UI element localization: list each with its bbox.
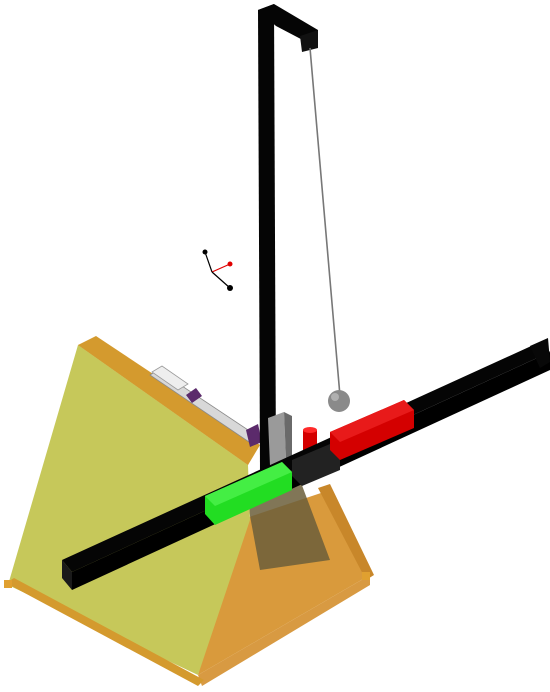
linear-actuator <box>149 365 262 447</box>
frame-inner-shadow <box>248 480 330 570</box>
triangular-frame <box>4 336 374 686</box>
horizontal-beam <box>62 338 550 590</box>
actuator-mount-2 <box>246 424 262 447</box>
frame-base-plate <box>198 575 370 686</box>
axis-end-1 <box>202 249 208 255</box>
frame-foot-right <box>362 572 370 580</box>
axis-line-2 <box>211 263 231 273</box>
post-bracket <box>268 412 292 466</box>
post-arm-end <box>300 30 318 52</box>
coordinate-triad <box>202 249 233 291</box>
axis-line-1 <box>204 251 213 273</box>
pendulum <box>309 47 350 412</box>
frame-left-rail <box>6 578 204 686</box>
pendulum-bob <box>328 390 350 412</box>
bracket-plate <box>268 412 286 466</box>
axis-line-3 <box>211 271 231 289</box>
frame-top-ridge <box>78 336 260 465</box>
post-column <box>258 4 276 472</box>
green-segment-top <box>205 462 292 506</box>
bracket-side <box>284 412 292 460</box>
red-segment-top <box>330 400 414 442</box>
frame-foot-left <box>4 580 12 588</box>
axis-end-3 <box>227 285 233 291</box>
axis-end-2 <box>227 261 233 267</box>
beam-front-face <box>62 560 72 590</box>
frame-left-face <box>8 345 250 675</box>
pendulum-string <box>309 47 341 397</box>
beam-end-cap <box>530 338 550 368</box>
cylinder-top <box>303 427 317 433</box>
actuator-mount-1 <box>186 388 202 403</box>
beam-joint-block <box>292 444 340 486</box>
pendulum-bob-highlight <box>331 393 339 401</box>
vertical-post <box>258 4 318 472</box>
actuator-body <box>151 365 189 391</box>
frame-right-rail <box>318 484 374 580</box>
